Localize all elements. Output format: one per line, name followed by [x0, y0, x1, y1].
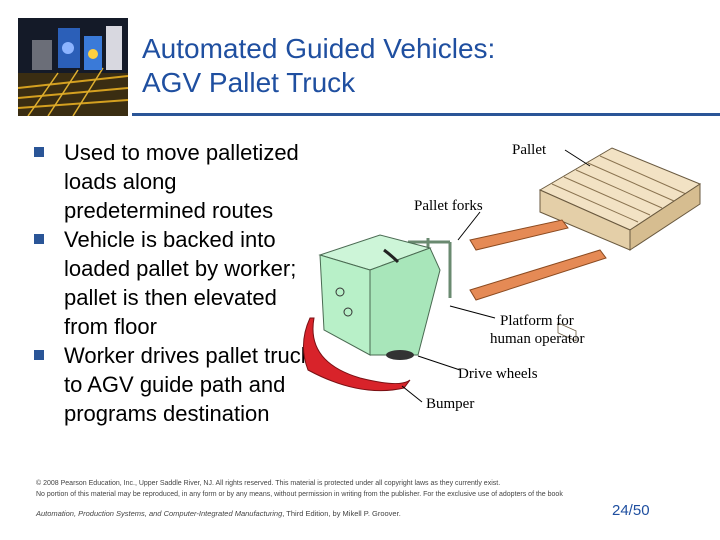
label-platform-line-2: human operator [490, 331, 585, 347]
title-divider [132, 113, 720, 116]
square-bullet-icon [34, 350, 44, 360]
title-line-1: Automated Guided Vehicles: [142, 33, 496, 64]
book-title: Automation, Production Systems, and Comp… [36, 509, 283, 518]
bullet-text: Used to move palletized loads along pred… [64, 140, 299, 223]
label-platform-line-1: Platform for [500, 313, 574, 329]
label-pallet: Pallet [512, 142, 547, 158]
copyright-line-2: No portion of this material may be repro… [36, 491, 563, 498]
copyright-line-1: © 2008 Pearson Education, Inc., Upper Sa… [36, 480, 501, 487]
vehicle-body-illustration [318, 234, 441, 360]
corner-decoration-image [18, 18, 128, 116]
page-number: 24/50 [612, 502, 650, 519]
book-edition: , Third Edition, by Mikell P. Groover. [282, 509, 401, 518]
pallet-illustration [538, 147, 702, 342]
bullet-text: Worker drives pallet truck to AGV guide … [64, 343, 312, 426]
square-bullet-icon [34, 234, 44, 244]
bullet-item: Worker drives pallet truck to AGV guide … [34, 341, 314, 428]
book-citation: Automation, Production Systems, and Comp… [36, 509, 596, 518]
label-drive-wheels: Drive wheels [458, 366, 538, 382]
label-bumper: Bumper [426, 396, 474, 412]
square-bullet-icon [34, 147, 44, 157]
slide-title: Automated Guided Vehicles: AGV Pallet Tr… [142, 32, 702, 100]
bullet-text: Vehicle is backed into loaded pallet by … [64, 227, 297, 339]
bullet-item: Vehicle is backed into loaded pallet by … [34, 225, 314, 341]
label-pallet-forks: Pallet forks [414, 198, 483, 214]
copyright-notice: © 2008 Pearson Education, Inc., Upper Sa… [36, 478, 686, 500]
agv-pallet-truck-diagram: Pallet Pallet forks Platform for human o… [300, 130, 720, 460]
bullet-item: Used to move palletized loads along pred… [34, 138, 314, 225]
leader-lines [401, 149, 591, 403]
title-line-2: AGV Pallet Truck [142, 67, 356, 98]
pallet-forks-illustration [469, 219, 607, 301]
bullet-list: Used to move palletized loads along pred… [34, 138, 314, 428]
